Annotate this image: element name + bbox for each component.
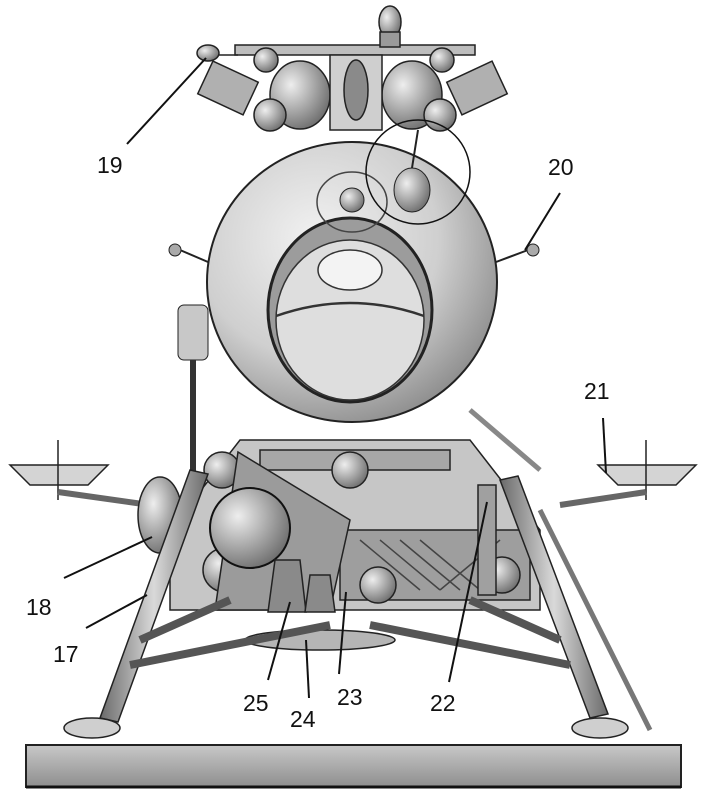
callout-19: 19 <box>97 152 123 178</box>
descent-stage <box>169 439 541 651</box>
leader-lines <box>63 57 607 699</box>
callout-23: 23 <box>337 684 363 710</box>
top-equipment <box>196 5 509 132</box>
ground-surface <box>25 744 682 789</box>
callout-21: 21 <box>584 378 610 404</box>
callout-17: 17 <box>53 641 79 667</box>
callout-22: 22 <box>430 690 456 716</box>
callout-24: 24 <box>290 706 316 732</box>
landing-legs <box>63 408 653 739</box>
right-antenna <box>559 440 698 508</box>
cabin-sphere <box>168 119 540 480</box>
callout-20: 20 <box>548 154 574 180</box>
callout-18: 18 <box>26 594 52 620</box>
callout-25: 25 <box>243 690 269 716</box>
left-antenna <box>8 440 183 554</box>
